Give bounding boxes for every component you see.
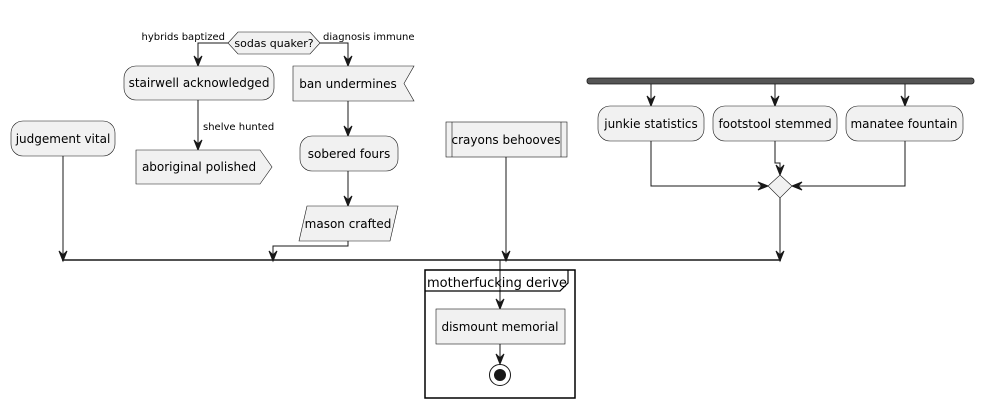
arrow-head [646,95,656,108]
signal-label: ban undermines [299,77,397,91]
action-junkie-statistics [597,105,705,142]
edges [58,42,910,366]
merge-diamond [767,174,793,199]
arrow-head [343,195,353,208]
action-footstool-stemmed [712,105,838,142]
action-label: sobered fours [308,147,390,161]
arrow-head [775,164,785,177]
subprocess-label: crayons behooves [451,133,560,147]
edge-mason-join [272,241,349,259]
action-label: dismount memorial [441,320,558,334]
end-node-inner [494,369,506,381]
arrow-head [775,250,785,263]
fork-bar [586,77,975,85]
signal-label: aboriginal polished [142,160,256,174]
action-sobered-fours [299,135,399,172]
partition-frame [424,269,576,399]
arrow-head [501,250,511,263]
arrow-head [757,181,770,191]
edge-junkie-merge [650,141,766,187]
arrow-head [193,55,203,68]
action-dismount-memorial [435,308,566,345]
edge-label-shelve-hunted: shelve hunted [203,122,274,133]
action-stairwell-acknowledged [123,65,275,101]
io-mason-crafted [298,205,399,242]
action-label: judgement vital [15,132,111,146]
signal-ban-undermines [292,65,415,102]
arrow-head [495,353,505,366]
branch-right-label: diagnosis immune [323,32,415,43]
arrow-head [900,95,910,108]
arrow-head [790,181,803,191]
arrow-head [343,125,353,138]
action-label: stairwell acknowledged [129,76,270,90]
arrow-head [268,250,278,263]
arrow-head [770,95,780,108]
arrow-head [58,250,68,263]
arrow-head [343,55,353,68]
decision-condition: sodas quaker? [234,37,313,50]
io-label: mason crafted [305,217,392,231]
action-label: footstool stemmed [718,117,831,131]
edge-manatee-merge [794,141,906,187]
action-label: manatee fountain [850,117,957,131]
edge-branch-left [197,42,228,64]
edge-branch-right [320,42,349,64]
action-label: junkie statistics [603,117,698,131]
decision-node [227,31,321,55]
edge-footstool-merge [774,141,781,173]
branch-left-label: hybrids baptized [141,32,225,43]
partition-title: motherfucking derive [427,276,567,291]
action-judgement-vital [10,120,116,157]
partition-title-tab [425,270,569,292]
subprocess-crayons-behooves [445,121,568,158]
action-manatee-fountain [845,105,964,142]
arrow-head [193,139,203,152]
signal-aboriginal-polished [135,149,273,185]
arrow-head [495,298,505,311]
